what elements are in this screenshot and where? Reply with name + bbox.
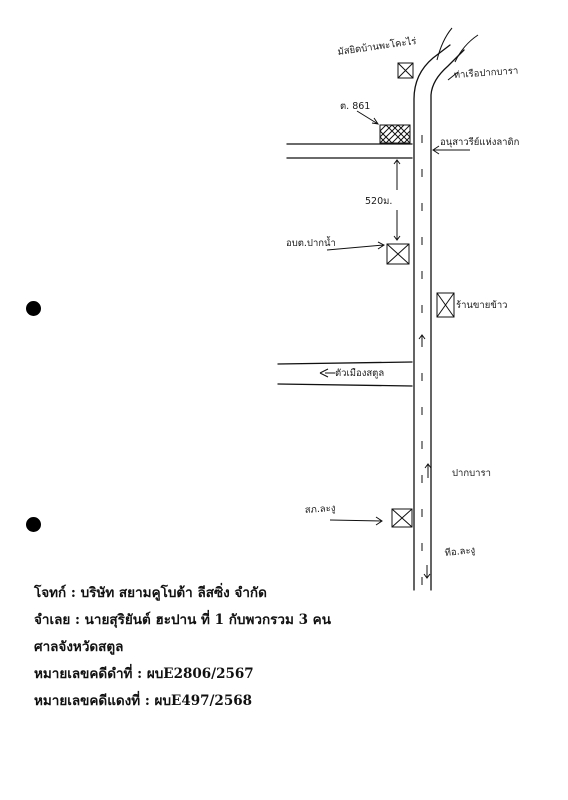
hatched-building — [379, 124, 411, 144]
top-side-road-2 — [454, 34, 479, 63]
lower-crossroad-bottom — [277, 383, 413, 387]
label-road-code: ต. 861 — [340, 101, 370, 112]
arrow-police — [329, 516, 383, 526]
arrow-monument — [432, 145, 470, 155]
arrow-bottom — [423, 565, 431, 579]
label-distance: 520ม. — [365, 196, 392, 207]
court-line: ศาลจังหวัดสตูล — [34, 639, 124, 655]
label-junction: ท่าเรือปากบารา — [453, 66, 518, 81]
punch-hole-top — [26, 301, 41, 316]
label-police: สภ.ละงู — [304, 503, 335, 516]
top-side-road — [436, 27, 453, 61]
mosque-marker — [397, 62, 414, 79]
arrow-up-1 — [418, 334, 426, 345]
arrow-road-code — [356, 110, 380, 125]
label-rice-shop: ร้านขายข้าว — [456, 300, 508, 311]
arrow-junction — [447, 71, 459, 81]
main-road-left-edge — [413, 44, 451, 591]
arrow-distance-bottom — [393, 210, 401, 241]
label-mosque: มัสยิดบ้านพะโคะไร่ — [337, 35, 417, 58]
defendant-line: จำเลย : นายสุริยันต์ ฮะปาน ที่ 1 กับพวกร… — [34, 612, 331, 628]
case-info-block: โจทก์ : บริษัท สยามคูโบต้า ลีสซิ่ง จำกัด… — [34, 580, 554, 715]
school-marker — [386, 243, 410, 265]
lower-crossroad-top — [277, 361, 413, 365]
label-direction: ปากบารา — [452, 468, 491, 479]
label-to-district: ตัวเมืองสตูล — [335, 368, 384, 379]
rice-shop-marker — [436, 292, 455, 318]
arrow-distance-top — [393, 159, 401, 190]
label-school: อบต.ปากน้ำ — [286, 236, 336, 249]
arrow-school — [326, 241, 385, 251]
punch-hole-bottom — [26, 517, 41, 532]
red-case-number: หมายเลขคดีแดงที่ : ผบE497/2568 — [34, 693, 252, 709]
black-case-number: หมายเลขคดีดำที่ : ผบE2806/2567 — [34, 666, 254, 682]
plaintiff-line: โจทก์ : บริษัท สยามคูโบต้า ลีสซิ่ง จำกัด — [34, 585, 267, 601]
main-road-right-edge — [430, 49, 465, 591]
label-monument: อนุสาวรีย์แห่งลาดิก — [440, 136, 520, 148]
police-marker — [391, 508, 413, 528]
label-to-langu: ทีอ.ละงู — [444, 544, 476, 559]
arrow-up-2 — [424, 463, 432, 478]
arrow-lower-crossroad — [319, 368, 335, 378]
